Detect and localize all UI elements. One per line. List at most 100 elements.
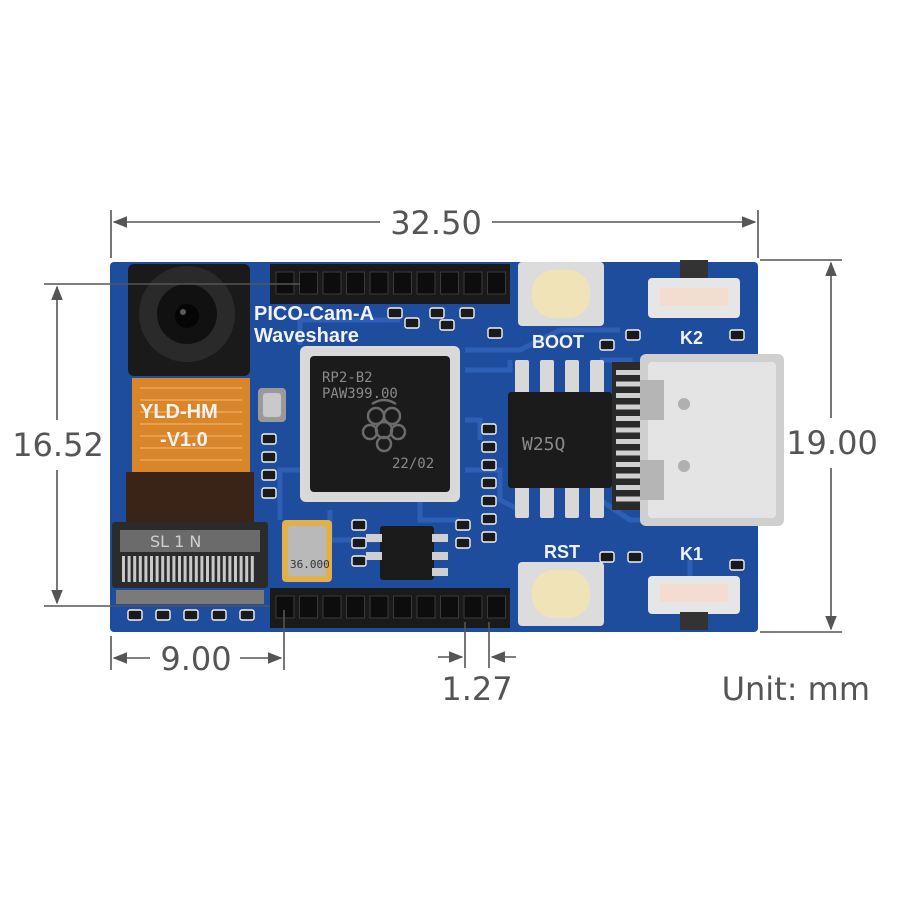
header-pin	[416, 271, 436, 295]
mcu-chip: RP2-B2 PAW399.00 22/02	[300, 346, 460, 502]
pin-pitch-dimension: 1.27	[441, 670, 512, 708]
smd-component	[387, 307, 403, 319]
k2-switch	[648, 260, 740, 318]
smd-component	[729, 559, 745, 571]
camera-flex-cable: YLD-HM -V1.0	[126, 378, 254, 522]
smd-component	[351, 555, 367, 567]
header-pin	[393, 271, 412, 295]
fpc-pin	[211, 556, 215, 582]
usb-pin	[616, 439, 640, 444]
fpc-pin	[239, 556, 243, 582]
bottom-pin-header	[270, 588, 510, 628]
usb-pin	[616, 496, 640, 502]
fpc-pin	[155, 556, 159, 582]
smd-component	[459, 307, 475, 319]
header-pin	[393, 595, 412, 619]
header-pin	[299, 595, 318, 619]
top-pin-header	[270, 264, 510, 304]
camera-label: YLD-HM	[140, 401, 218, 423]
smd-component	[351, 537, 367, 549]
voltage-regulator	[366, 526, 448, 580]
rst-label: RST	[544, 542, 580, 562]
fpc-pin	[144, 556, 148, 582]
smd-component	[429, 307, 445, 319]
header-pin	[275, 271, 295, 295]
flash-text: W25Q	[522, 434, 565, 455]
fpc-pin	[222, 556, 226, 582]
header-pin	[299, 271, 318, 295]
width-dimension: 32.50	[390, 204, 482, 242]
flash-chip: W25Q	[508, 360, 612, 518]
smd-component	[625, 329, 641, 341]
smd-component	[439, 319, 455, 331]
header-pin	[275, 595, 295, 619]
crystal-label: 36.000	[290, 558, 330, 571]
reset-button	[518, 562, 604, 626]
header-pin	[463, 271, 483, 295]
mcu-text-3: 22/02	[392, 456, 434, 472]
fpc-pin	[200, 556, 204, 582]
usb-pin	[616, 462, 640, 467]
board-name: PICO-Cam-A	[254, 303, 374, 325]
smd-component	[487, 327, 503, 339]
fpc-pin	[166, 556, 170, 582]
fpc-pin	[217, 556, 221, 582]
dimension-lines	[44, 210, 842, 670]
usb-pin	[616, 416, 640, 421]
fpc-pin	[122, 556, 125, 582]
header-pin	[440, 271, 459, 295]
k2-label: K2	[680, 328, 703, 348]
smd-component	[351, 519, 367, 531]
smd-component	[155, 609, 171, 621]
boot-button	[518, 262, 604, 326]
fpc-pin	[138, 556, 142, 582]
k1-label: K1	[680, 544, 703, 564]
fpc-pin	[245, 556, 249, 582]
left-height-dimension: 16.52	[12, 426, 104, 464]
smd-component	[481, 459, 497, 471]
fpc-pin	[234, 556, 237, 582]
mcu-text-2: PAW399.00	[322, 386, 398, 402]
smd-component	[481, 495, 497, 507]
fpc-pin	[228, 556, 232, 582]
smd-component	[481, 423, 497, 435]
usb-pin	[616, 393, 640, 398]
header-pin	[416, 595, 436, 619]
smd-component	[481, 531, 497, 543]
header-pin	[346, 271, 365, 295]
usb-pin	[616, 485, 640, 490]
fpc-connector: SL 1 N	[112, 522, 268, 604]
smd-component	[455, 537, 471, 549]
smd-component	[481, 441, 497, 453]
smd-component	[261, 487, 277, 499]
smd-component	[404, 317, 420, 329]
unit-label: Unit: mm	[722, 670, 870, 708]
header-pin	[463, 595, 483, 619]
fpc-pin	[189, 556, 193, 582]
fpc-pin	[206, 556, 209, 582]
smd-component	[239, 609, 255, 621]
fpc-pin	[194, 556, 198, 582]
smd-component	[211, 609, 227, 621]
k1-switch	[648, 576, 740, 630]
smd-component	[183, 609, 199, 621]
usb-pin	[616, 370, 640, 375]
header-pin	[487, 595, 506, 619]
right-height-dimension: 19.00	[786, 424, 878, 462]
fpc-label: SL 1 N	[150, 532, 201, 551]
fpc-pin	[183, 556, 187, 582]
smd-component	[481, 477, 497, 489]
fpc-pin	[178, 556, 181, 582]
fpc-pin	[161, 556, 165, 582]
usb-pin	[616, 381, 640, 387]
mcu-text-1: RP2-B2	[322, 370, 373, 386]
smd-components	[127, 307, 745, 621]
usb-pin	[616, 404, 640, 410]
fpc-pin	[127, 556, 131, 582]
camera-offset-dimension: 9.00	[160, 640, 231, 678]
smd-component	[729, 329, 745, 341]
fpc-pin	[150, 556, 153, 582]
smd-component	[261, 451, 277, 463]
board-brand: Waveshare	[254, 325, 359, 347]
